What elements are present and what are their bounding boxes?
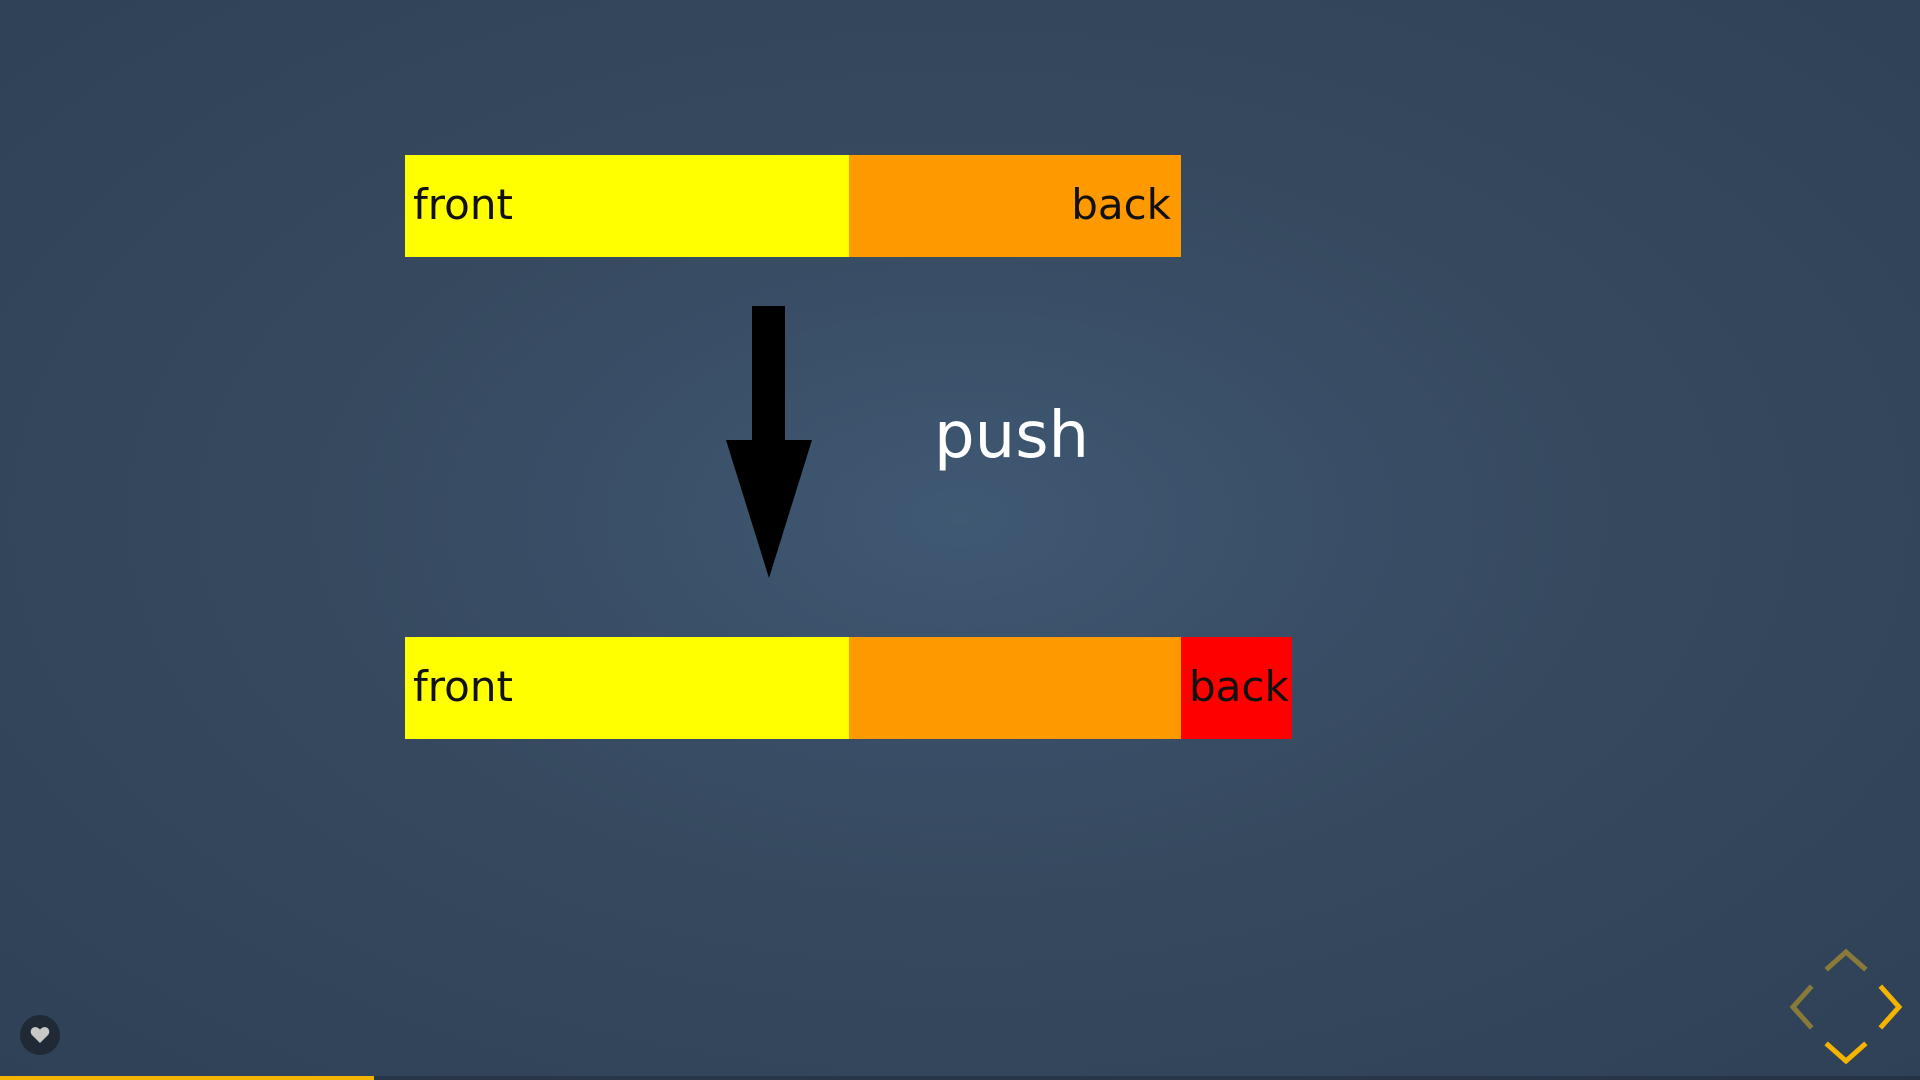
progress-bar-fill bbox=[0, 1076, 375, 1080]
back-label: back bbox=[1189, 662, 1289, 712]
queue-after: front back bbox=[405, 637, 1292, 739]
heart-button[interactable] bbox=[20, 1015, 60, 1055]
queue-after-back-segment: back bbox=[1181, 637, 1292, 739]
back-label: back bbox=[1071, 180, 1171, 230]
operation-label: push bbox=[934, 399, 1090, 473]
heart-icon bbox=[30, 1027, 50, 1043]
progress-bar bbox=[0, 1076, 1920, 1080]
arrow-down-icon bbox=[726, 306, 812, 578]
slide-navigation bbox=[1788, 948, 1904, 1066]
queue-after-front-segment: front bbox=[405, 637, 849, 739]
queue-before-back-segment: back bbox=[849, 155, 1181, 257]
queue-after-middle-segment bbox=[849, 637, 1181, 739]
front-label: front bbox=[413, 662, 513, 712]
chevron-down-icon[interactable] bbox=[1824, 1040, 1868, 1066]
queue-before: front back bbox=[405, 155, 1181, 257]
queue-before-front-segment: front bbox=[405, 155, 849, 257]
chevron-left-icon[interactable] bbox=[1788, 984, 1814, 1030]
front-label: front bbox=[413, 180, 513, 230]
chevron-up-icon[interactable] bbox=[1824, 948, 1868, 972]
chevron-right-icon[interactable] bbox=[1878, 984, 1904, 1030]
